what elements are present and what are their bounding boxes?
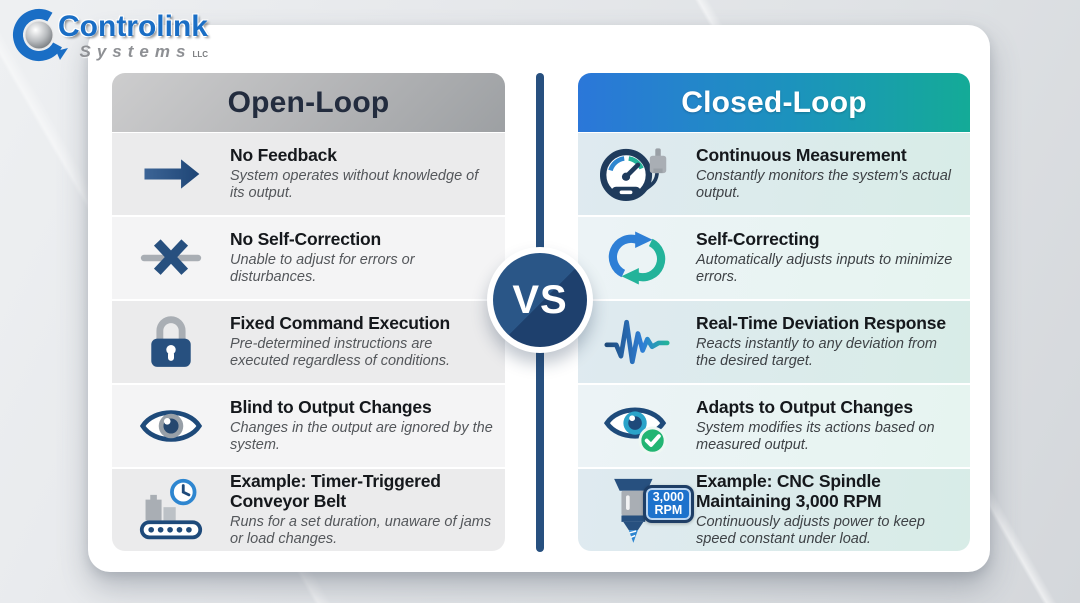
row-desc: Pre-determined instructions are executed… bbox=[230, 335, 451, 369]
row-desc: System modifies its actions based on mea… bbox=[696, 419, 935, 453]
row-desc: Unable to adjust for errors or disturban… bbox=[230, 251, 415, 285]
row-title: Blind to Output Changes bbox=[230, 397, 432, 417]
row-title: Adapts to Output Changes bbox=[696, 397, 913, 417]
vs-badge: VS bbox=[487, 247, 593, 353]
row-desc: Constantly monitors the system's actual … bbox=[696, 167, 952, 201]
open-loop-column: Open-Loop No Feedback System operates wi… bbox=[112, 73, 505, 551]
closed-loop-row-example-cnc-spindle: 3,000 RPM Example: CNC Spindle Maintaini… bbox=[578, 469, 970, 551]
waveform-icon bbox=[578, 309, 696, 375]
closed-loop-row-continuous-measurement: Continuous Measurement Constantly monito… bbox=[578, 133, 970, 215]
logo-sub-text: Systems bbox=[79, 42, 192, 61]
logo-brand-text: Controlink bbox=[58, 10, 208, 43]
comparison-card: Open-Loop No Feedback System operates wi… bbox=[88, 25, 990, 572]
open-loop-row-no-self-correction: No Self-Correction Unable to adjust for … bbox=[112, 217, 505, 299]
open-loop-row-blind-to-output: Blind to Output Changes Changes in the o… bbox=[112, 385, 505, 467]
open-loop-header: Open-Loop bbox=[112, 73, 505, 132]
row-title: Self-Correcting bbox=[696, 229, 820, 249]
row-title: Real-Time Deviation Response bbox=[696, 313, 946, 333]
lock-icon bbox=[112, 312, 230, 372]
conveyor-belt-clock-icon bbox=[112, 477, 230, 543]
closed-loop-column: Closed-Loop bbox=[578, 73, 970, 551]
arrow-right-icon bbox=[112, 142, 230, 206]
open-loop-row-example-conveyor: Example: Timer-Triggered Conveyor Belt R… bbox=[112, 469, 505, 551]
closed-loop-row-realtime-deviation: Real-Time Deviation Response Reacts inst… bbox=[578, 301, 970, 383]
row-title: Continuous Measurement bbox=[696, 145, 907, 165]
rpm-badge-value: 3,000 bbox=[652, 490, 684, 504]
closed-loop-row-self-correcting: Self-Correcting Automatically adjusts in… bbox=[578, 217, 970, 299]
row-title: No Feedback bbox=[230, 145, 337, 165]
closed-loop-header: Closed-Loop bbox=[578, 73, 970, 132]
no-self-correction-icon bbox=[112, 226, 230, 290]
open-loop-row-no-feedback: No Feedback System operates without know… bbox=[112, 133, 505, 215]
row-title: Fixed Command Execution bbox=[230, 313, 451, 333]
cycle-arrows-icon bbox=[578, 226, 696, 290]
blind-eye-icon bbox=[112, 393, 230, 459]
logo-suffix-text: LLC bbox=[192, 50, 208, 59]
row-title: Example: Timer-Triggered Conveyor Belt bbox=[230, 471, 441, 511]
row-desc: Continuously adjusts power to keep speed… bbox=[696, 513, 925, 547]
vs-badge-label: VS bbox=[493, 253, 587, 347]
open-loop-row-fixed-command: Fixed Command Execution Pre-determined i… bbox=[112, 301, 505, 383]
row-title: Example: CNC Spindle Maintaining 3,000 R… bbox=[696, 471, 882, 511]
row-desc: Automatically adjusts inputs to minimize… bbox=[696, 251, 953, 285]
controlink-logo: Controlink Systems LLC bbox=[10, 4, 208, 66]
controlink-logo-icon bbox=[12, 8, 68, 61]
row-desc: Runs for a set duration, unaware of jams… bbox=[230, 513, 492, 547]
row-title: No Self-Correction bbox=[230, 229, 381, 249]
row-desc: Changes in the output are ignored by the… bbox=[230, 419, 493, 453]
closed-loop-row-adapts-output: Adapts to Output Changes System modifies… bbox=[578, 385, 970, 467]
rpm-badge: 3,000 RPM bbox=[642, 485, 694, 524]
rpm-badge-unit: RPM bbox=[654, 503, 683, 518]
row-desc: Reacts instantly to any deviation from t… bbox=[696, 335, 937, 369]
row-desc: System operates without knowledge of its… bbox=[230, 167, 479, 201]
eye-check-icon bbox=[578, 392, 696, 460]
cnc-spindle-icon: 3,000 RPM bbox=[578, 475, 696, 545]
gauge-sensor-icon bbox=[578, 142, 696, 206]
